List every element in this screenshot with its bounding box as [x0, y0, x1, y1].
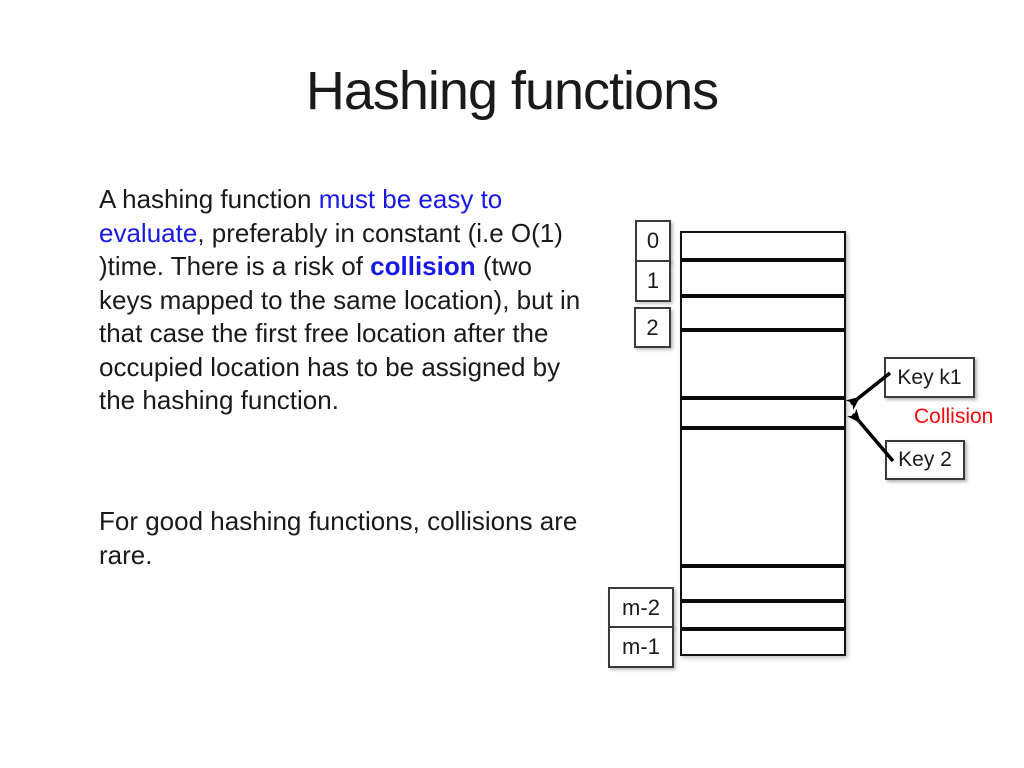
- key-2-box: Key 2: [885, 440, 965, 480]
- table-row-divider: [682, 258, 844, 262]
- table-row-divider: [682, 328, 844, 332]
- text-segment-blue: must be easy to evaluate: [99, 184, 503, 248]
- slide-title: Hashing functions: [305, 61, 719, 121]
- hash-table-diagram: [680, 231, 846, 656]
- index-box-2: 2: [634, 307, 671, 348]
- table-row-divider: [682, 294, 844, 298]
- body-paragraph-collision: A hashing function must be easy to evalu…: [99, 183, 591, 418]
- text-segment: A hashing function: [99, 184, 319, 214]
- index-box-0: 0: [635, 220, 671, 262]
- table-row-divider: [682, 564, 844, 568]
- table-row-divider: [682, 627, 844, 631]
- collision-label: Collision: [914, 405, 994, 428]
- table-row-divider: [682, 396, 844, 400]
- text-segment: , preferably in constant (i.e O(1) )time…: [99, 217, 563, 282]
- index-box-1: 1: [635, 260, 671, 302]
- table-row-divider: [682, 599, 844, 603]
- table-row-divider: [682, 426, 844, 430]
- text-segment-blue-bold: collision: [370, 251, 476, 281]
- text-segment: (two keys mapped to the same location), …: [99, 251, 581, 415]
- key-k1-box: Key k1: [884, 357, 975, 398]
- index-box-m-1: m-1: [608, 626, 674, 668]
- body-paragraph-rare: For good hashing functions, collisions a…: [99, 506, 578, 570]
- index-box-m-2: m-2: [608, 587, 674, 628]
